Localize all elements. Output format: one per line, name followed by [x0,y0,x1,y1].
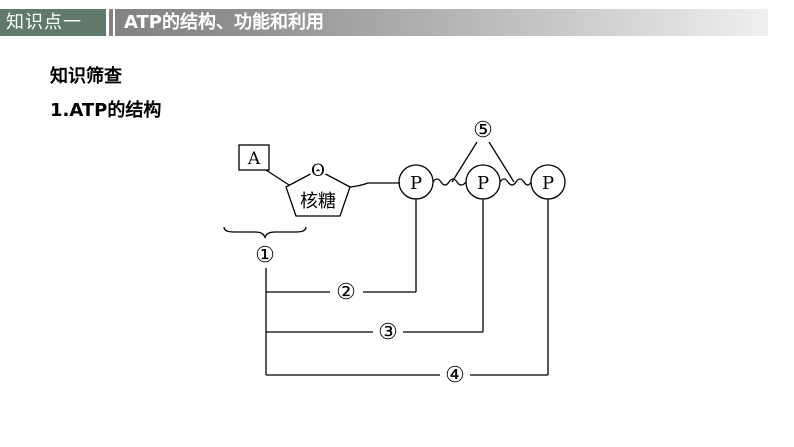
ribose-phosphate-bond [349,182,400,188]
ribose-label: 核糖 [300,191,336,212]
ribose-ring [285,169,351,217]
marker-3: ③ [378,320,398,345]
marker-2: ② [336,280,356,305]
adenine-box [238,144,270,171]
phosphate-2-label: P [477,173,489,194]
header-separator [106,9,109,36]
header-bar [0,9,768,36]
adenosine-brace [223,226,307,239]
adenine-ribose-bond [265,169,290,186]
marker-5-line-left [451,141,478,183]
subheading: 1.ATP的结构 [50,100,162,121]
phosphate-3-label: P [542,173,554,194]
phosphate-1-label: P [410,173,422,194]
header-title: ATP的结构、功能和利用 [124,12,325,33]
adenine-label: A [247,149,261,169]
high-energy-bond-2 [499,178,532,186]
high-energy-bond-1 [432,178,467,186]
header-tag: 知识点一 [0,9,106,36]
marker-5: ⑤ [473,118,493,143]
header-separator [113,9,115,36]
marker-4: ④ [445,363,465,388]
marker-1: ① [255,243,275,268]
section-heading: 知识筛查 [50,66,122,87]
marker-5-line-right [488,141,515,183]
ring-oxygen-label: O [311,161,325,181]
